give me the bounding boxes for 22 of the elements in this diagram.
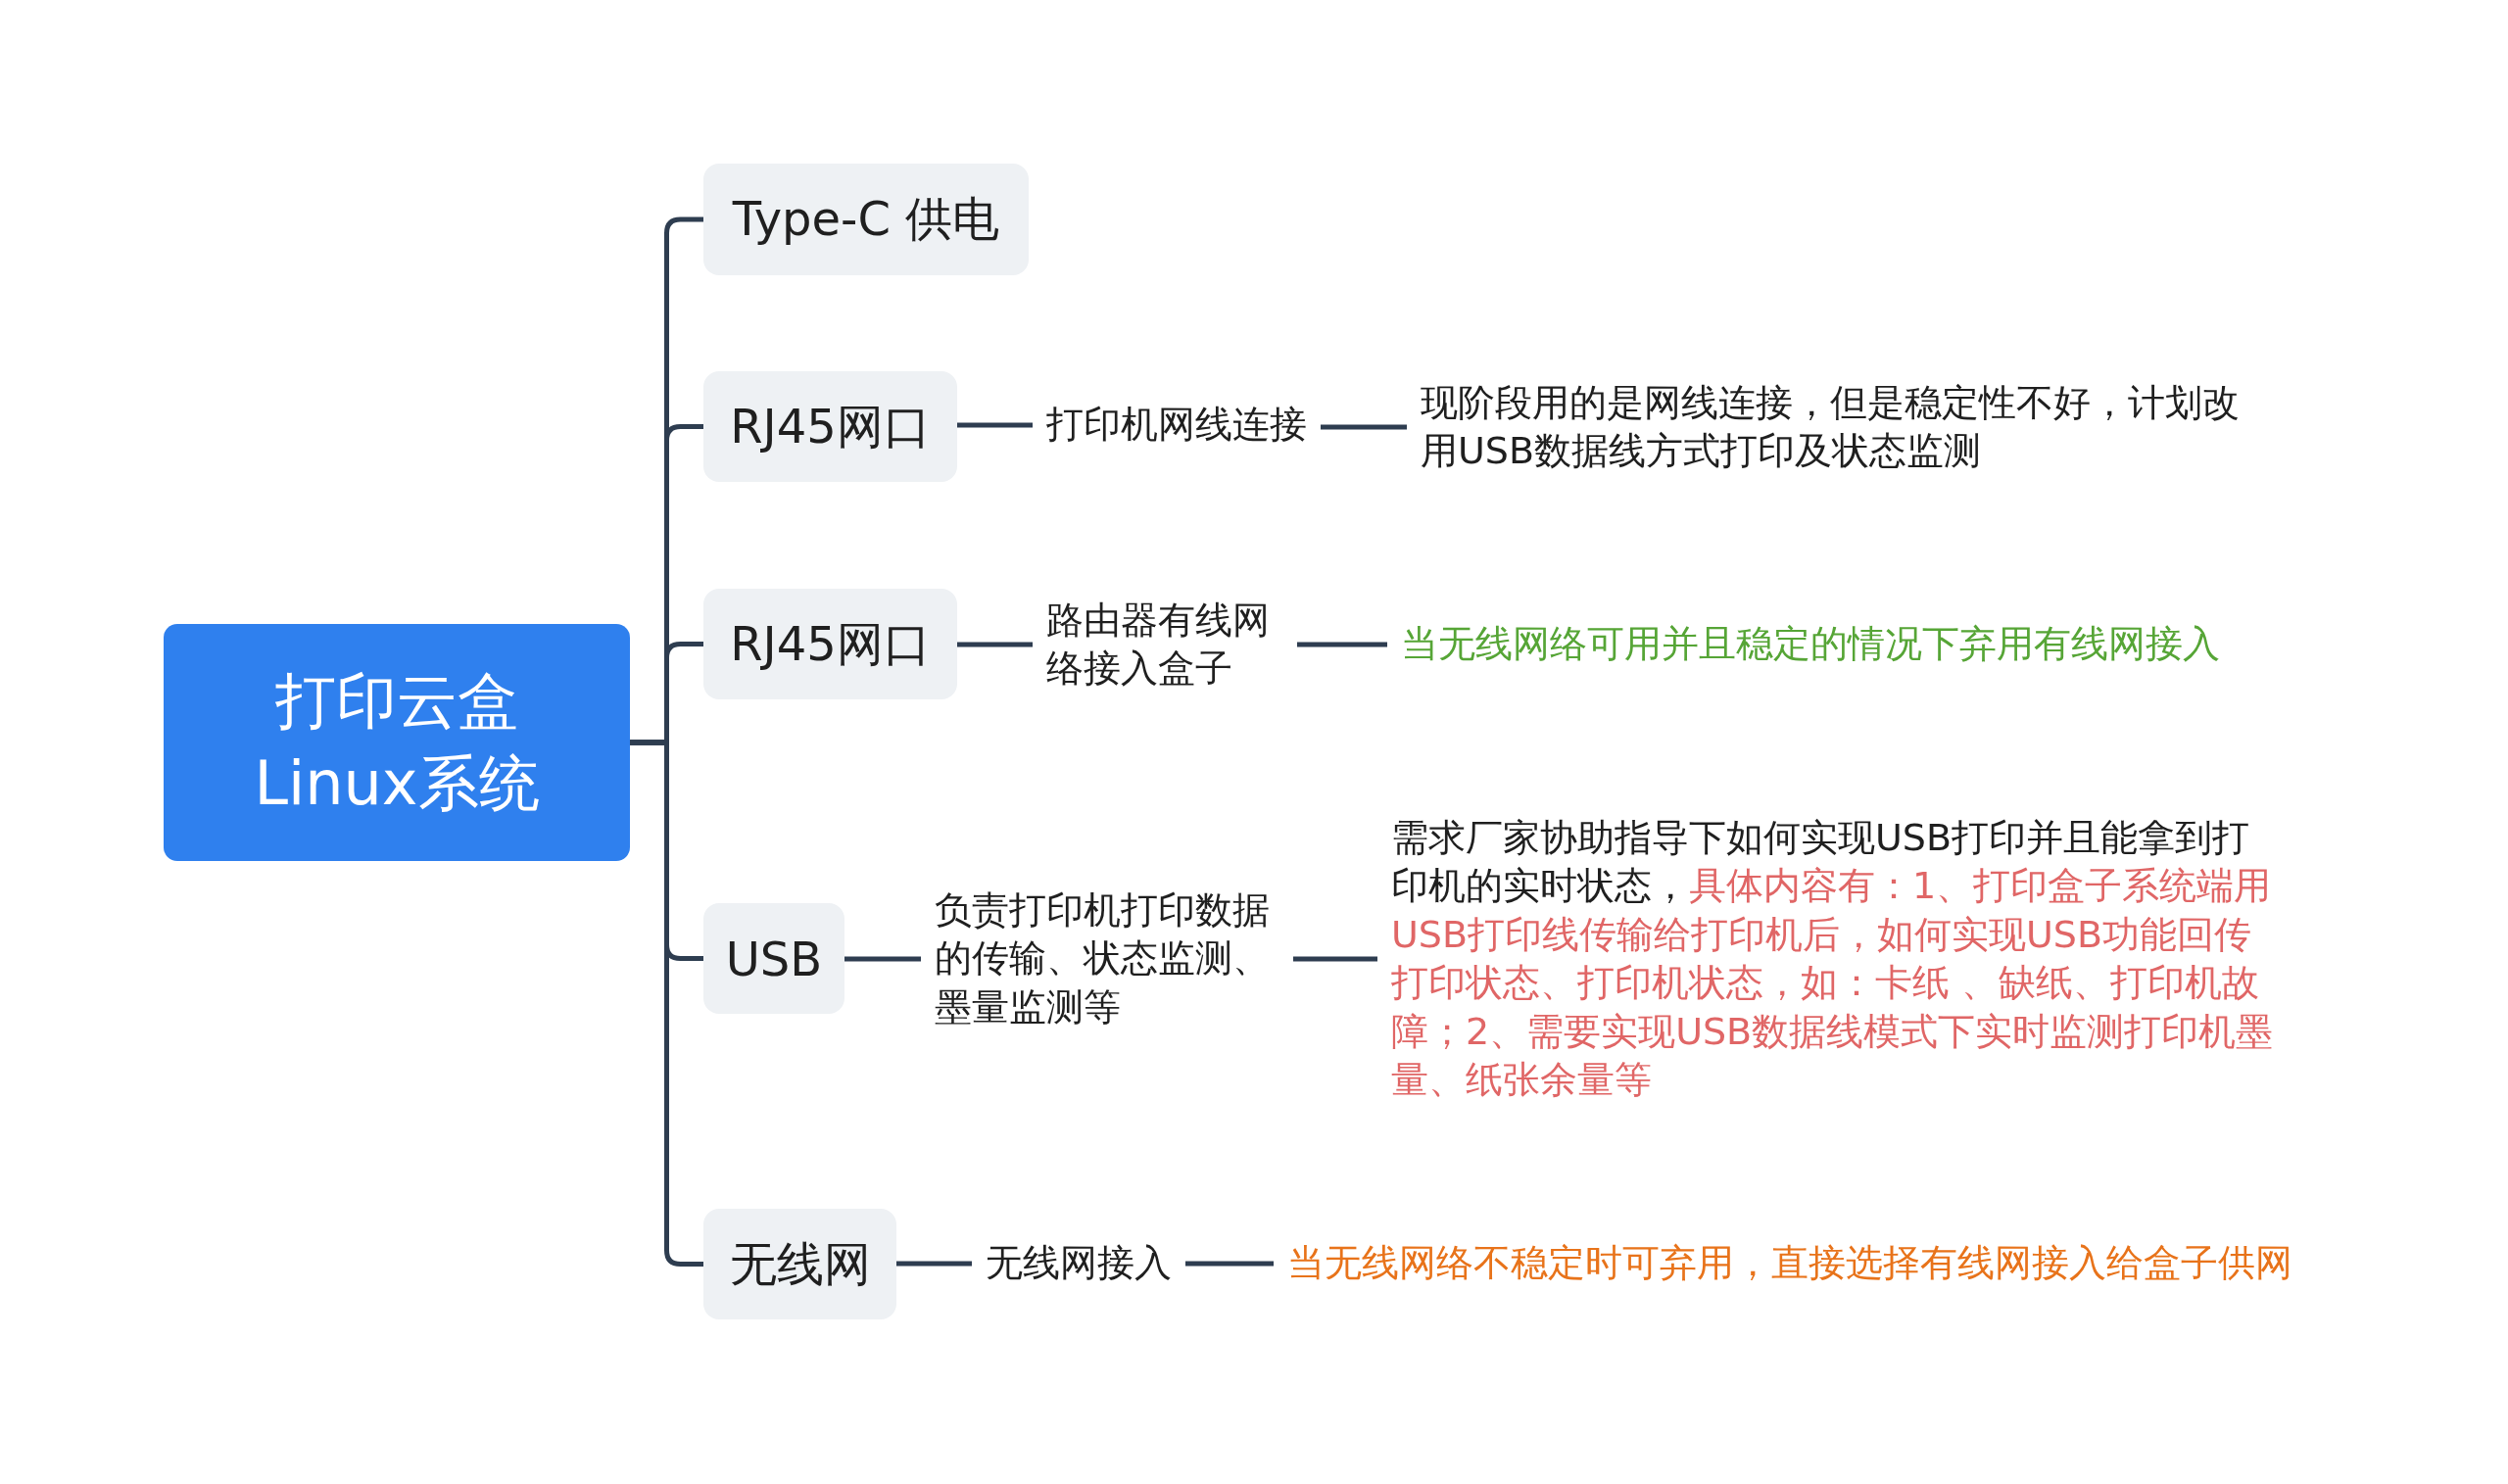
connector-line	[957, 642, 1033, 647]
subtopic-text: 需求厂家协助指导下如何实现USB打印并且能拿到打印机的实时状态，具体内容有：1、打印盒子系统端用USB打印线传输给打印机后，如何实现USB功能回传打印状态、打印机状态，如：卡纸 、缺纸、打印机故障；2、需要实现USB数据线模式下实时监测打印机墨量、纸张余量等	[1377, 813, 2298, 1105]
topic-box: RJ45网口	[703, 589, 957, 699]
connector-line	[896, 1261, 972, 1267]
topic-box: Type-C 供电	[703, 164, 1029, 275]
subtopic-text: 负责打印机打印数据的传输、状态监测、墨量监测等	[921, 886, 1293, 1032]
connector-line	[844, 956, 921, 962]
subtopic-text: 当无线网络可用并且稳定的情况下弃用有线网接入	[1387, 620, 2234, 669]
subtopic-text: 打印机网线连接	[1033, 401, 1321, 450]
topic-box: USB	[703, 903, 844, 1014]
subtopic-text: 现阶段用的是网线连接，但是稳定性不好，计划改用USB数据线方式打印及状态监测	[1407, 378, 2289, 476]
connector-line	[1297, 642, 1387, 647]
subtopic-text: 路由器有线网络接入盒子	[1033, 596, 1297, 694]
topic-box: RJ45网口	[703, 371, 957, 482]
subtopic-text: 当无线网络不稳定时可弃用，直接选择有线网接入给盒子供网	[1274, 1239, 2306, 1288]
central-topic-box: 打印云盒 Linux系统	[164, 624, 630, 861]
connector-line	[957, 422, 1033, 428]
subtopic-text: 无线网接入	[972, 1239, 1185, 1288]
topic-box: 无线网	[703, 1209, 896, 1319]
connector-line	[1185, 1261, 1274, 1267]
connector-line	[1293, 956, 1377, 962]
connector-line	[1321, 424, 1407, 430]
